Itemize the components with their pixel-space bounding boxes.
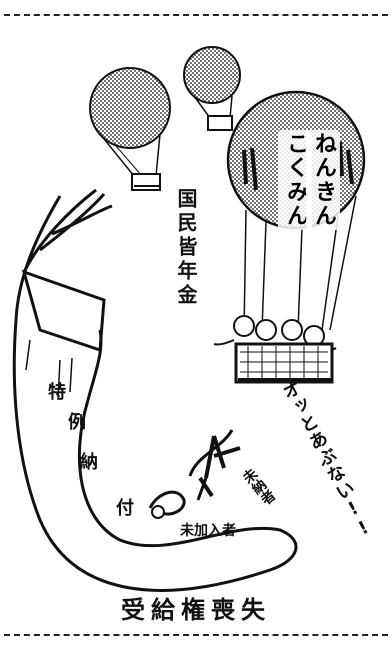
caption: 受給権喪失 — [121, 596, 271, 624]
special-payment-char-1: 特 — [48, 382, 66, 403]
pension-label: 国民皆年金 — [174, 188, 198, 308]
top-dashed-border — [4, 14, 388, 16]
falling-figures — [148, 429, 241, 519]
falling-slide-hand — [12, 188, 298, 592]
small-balloon-right — [183, 46, 241, 131]
special-payment-char-2: 例 — [68, 412, 86, 433]
small-balloon-left — [89, 67, 171, 191]
unenrolled-label: 未加入者 — [180, 523, 236, 539]
balloon-label-line2: ねんきん — [306, 130, 340, 230]
special-payment-char-4: 付 — [116, 498, 134, 519]
bottom-dashed-border — [4, 634, 388, 636]
special-payment-char-3: 納 — [80, 452, 98, 473]
